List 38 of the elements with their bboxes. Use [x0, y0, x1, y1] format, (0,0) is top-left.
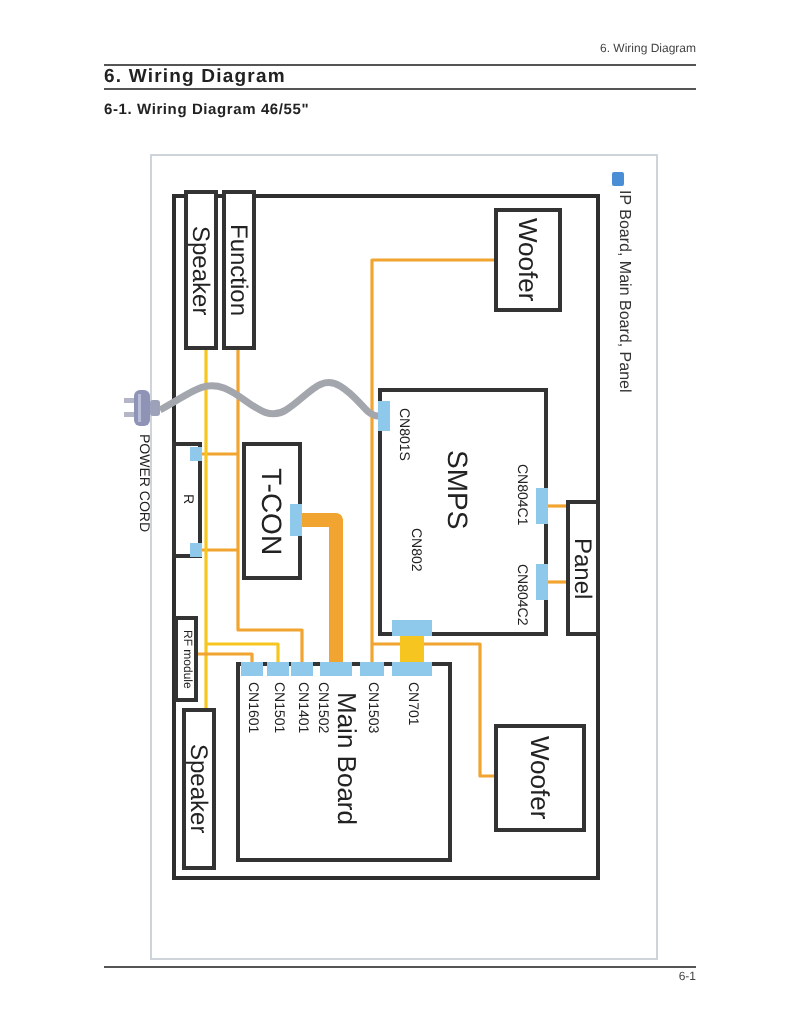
- component-box: [184, 190, 218, 350]
- wire: [236, 550, 313, 676]
- cable: [290, 504, 352, 676]
- wire: [370, 258, 494, 644]
- component-box: [174, 616, 198, 702]
- component-box: [222, 190, 256, 350]
- wire: [204, 350, 208, 644]
- component-box: [494, 724, 586, 832]
- node-label: T-CON: [258, 467, 286, 555]
- wire: [190, 447, 238, 461]
- wire: [360, 644, 384, 676]
- node-label: Main Board: [334, 692, 360, 825]
- wire: [372, 642, 494, 778]
- wire: [198, 652, 263, 676]
- board-box: [236, 662, 452, 862]
- wire: [236, 454, 240, 550]
- component-box: [172, 442, 202, 558]
- cable: [392, 620, 432, 676]
- node-label: Woofer: [527, 736, 553, 820]
- component-box: [242, 442, 302, 580]
- section-heading: 6. Wiring Diagram: [104, 68, 286, 87]
- node-label: Panel: [571, 537, 595, 599]
- wire: [236, 350, 240, 454]
- component-box: [182, 708, 216, 870]
- wire: [204, 644, 208, 708]
- node-label: SMPS: [444, 450, 472, 530]
- component-box: [566, 500, 600, 636]
- component-box: [494, 208, 562, 312]
- note-text: IP Board, Main Board, Panel: [616, 190, 632, 393]
- wire: [206, 642, 289, 676]
- node-label: Speaker: [189, 225, 213, 315]
- node-label: Function: [227, 223, 251, 317]
- wire: [536, 564, 566, 600]
- board-box: [378, 388, 548, 636]
- node-label: Woofer: [515, 218, 541, 302]
- wire: [190, 543, 238, 557]
- node-label: Speaker: [187, 744, 211, 834]
- wire: [536, 488, 566, 524]
